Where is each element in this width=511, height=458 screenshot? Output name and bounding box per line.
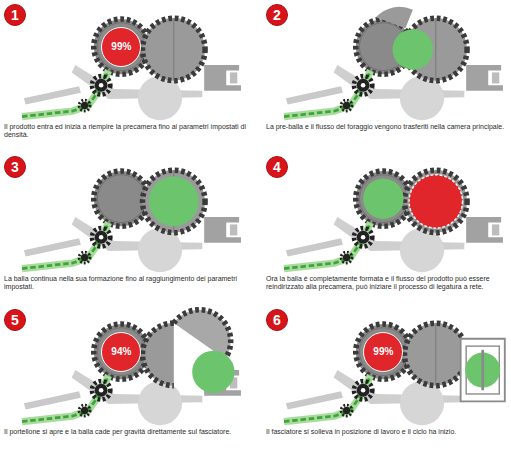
circle-shape: [364, 332, 403, 371]
step-caption: Il fasciatore si solleva in posizione di…: [266, 428, 511, 436]
step-caption: La balla continua nella sua formazione f…: [4, 275, 250, 292]
step-caption: Ora la balla è completamente formata e i…: [266, 275, 511, 292]
callout-number-text: 5: [11, 313, 19, 327]
percent-text: 99%: [373, 347, 393, 357]
callout-number: 4: [266, 156, 288, 178]
baler-panel: [284, 323, 505, 425]
step-caption: Il portellone si apre e la balla cade pe…: [4, 428, 250, 436]
circle-shape: [267, 157, 288, 178]
callout-number: 6: [266, 309, 288, 331]
circle-shape: [5, 157, 26, 178]
callout-number-text: 1: [11, 8, 19, 22]
bale: [149, 177, 199, 227]
step-caption: Il prodotto entra ed inizia a riempire l…: [4, 123, 250, 140]
bale: [409, 175, 462, 228]
circle-shape: [102, 332, 141, 371]
callout-number-text: 4: [273, 160, 281, 174]
bale-fill-circle: 99%: [363, 332, 403, 372]
circle-shape: [267, 5, 288, 26]
circle-shape: [267, 310, 288, 331]
bale: [192, 351, 234, 393]
bale: [393, 29, 433, 69]
callout-number-text: 6: [273, 313, 281, 327]
callout-number-text: 2: [273, 8, 281, 22]
baler-panel: [22, 297, 243, 425]
circle-shape: [5, 5, 26, 26]
circle-shape: [102, 27, 141, 66]
baler-panel: [22, 18, 241, 120]
bale-fill-circle: 94%: [101, 332, 141, 372]
circle-shape: [5, 310, 26, 331]
callout-number: 2: [266, 4, 288, 26]
baler-panel: [284, 7, 503, 120]
percent-text: 99%: [111, 42, 131, 52]
pre-bale: [363, 178, 403, 218]
baler-panel: [284, 170, 503, 272]
bale-fill-circle: 99%: [101, 27, 141, 67]
callout-number-text: 3: [11, 160, 19, 174]
callout-number: 3: [4, 156, 26, 178]
callout-number: 1: [4, 4, 26, 26]
percent-text: 94%: [111, 347, 131, 357]
step-caption: La pre-balla e il flusso del foraggio ve…: [266, 123, 511, 131]
callout-number: 5: [4, 309, 26, 331]
baler-panel: [22, 170, 241, 272]
